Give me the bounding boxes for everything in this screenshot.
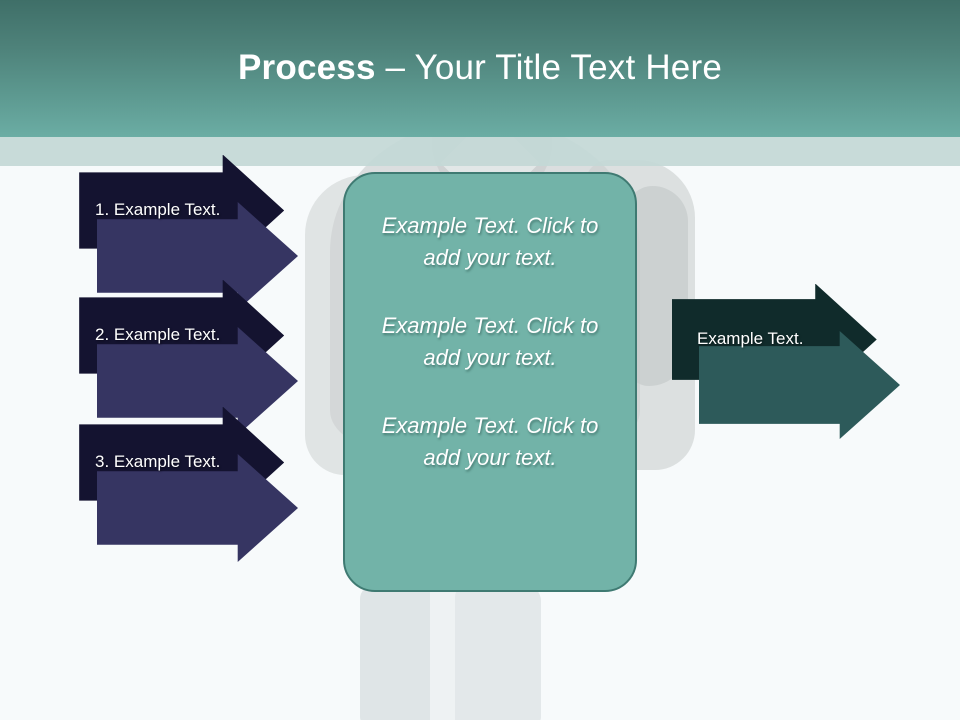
arrow-1-label: 1. Example Text. — [95, 200, 221, 219]
header-band — [0, 0, 960, 137]
process-step-arrow-3[interactable]: 3. Example Text. — [79, 406, 298, 562]
person-right-leg-silhouette — [455, 585, 541, 720]
page-title-rest: – Your Title Text Here — [375, 48, 722, 87]
center-box-text-1: Example Text. Click to add your text. — [381, 213, 599, 270]
process-center-box[interactable]: Example Text. Click to add your text. Ex… — [343, 172, 637, 592]
arrow-2-label: 2. Example Text. — [95, 325, 221, 344]
arrow-3-label: 3. Example Text. — [95, 452, 221, 471]
person-left-leg-silhouette — [360, 585, 434, 720]
header-underband — [0, 137, 960, 166]
process-result-arrow[interactable]: Example Text. — [671, 283, 900, 439]
center-box-text-2: Example Text. Click to add your text. — [381, 313, 599, 370]
process-step-arrow-1[interactable]: 1. Example Text. — [79, 154, 298, 310]
page-title: Process – Your Title Text Here — [0, 48, 960, 88]
process-step-arrow-2[interactable]: 2. Example Text. — [79, 279, 298, 435]
page-title-strong: Process — [238, 48, 376, 87]
arrow-4-label: Example Text. — [697, 329, 804, 348]
center-box-text-3: Example Text. Click to add your text. — [381, 413, 599, 470]
